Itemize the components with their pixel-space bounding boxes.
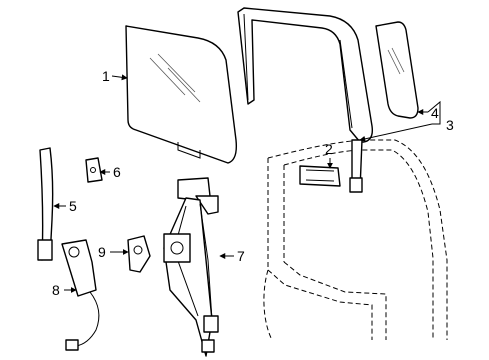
callout-9: 9 bbox=[98, 244, 106, 260]
callout-5: 5 bbox=[69, 198, 77, 214]
callout-1: 1 bbox=[102, 68, 110, 84]
bracket bbox=[299, 165, 341, 187]
leader-lines bbox=[53, 74, 441, 293]
callout-7: 7 bbox=[237, 248, 245, 264]
window-regulator bbox=[163, 177, 219, 357]
glass-run-channel bbox=[237, 7, 374, 143]
regulator-motor bbox=[61, 239, 100, 351]
door-glass bbox=[125, 25, 238, 164]
callout-4: 4 bbox=[431, 105, 439, 121]
rear-vent-glass bbox=[375, 21, 419, 119]
rear-run-channel bbox=[37, 147, 54, 261]
division-bar bbox=[349, 139, 363, 193]
callout-6: 6 bbox=[113, 164, 121, 180]
regulator-arm bbox=[127, 235, 151, 273]
callout-2: 2 bbox=[325, 141, 333, 157]
callout-3: 3 bbox=[446, 117, 454, 133]
door-body-outline bbox=[263, 139, 448, 341]
clip bbox=[85, 157, 103, 183]
callout-8: 8 bbox=[52, 282, 60, 298]
